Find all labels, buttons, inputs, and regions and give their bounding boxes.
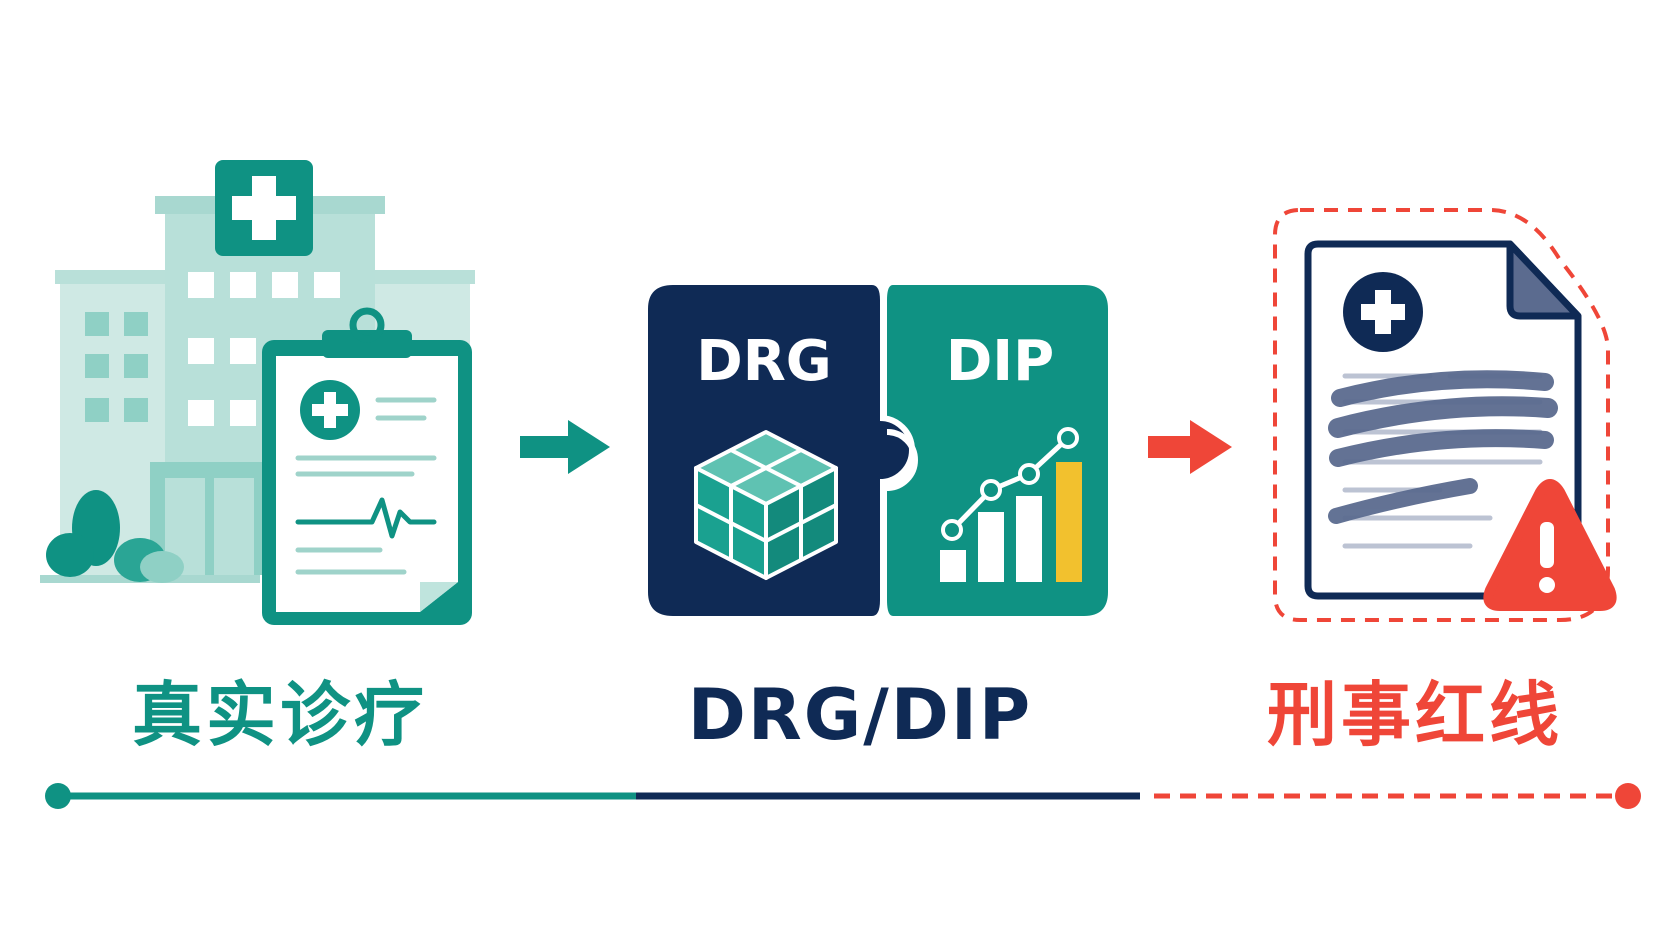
stage-label-criminal-redline: 刑事红线 bbox=[1267, 674, 1563, 756]
drg-tile-label: DRG bbox=[696, 329, 832, 394]
bar-chart-icon bbox=[940, 427, 1082, 582]
clipboard-icon bbox=[262, 307, 472, 625]
arrow-right-red-icon bbox=[1148, 420, 1232, 474]
warning-triangle-icon bbox=[1483, 479, 1617, 611]
heartbeat-icon bbox=[295, 497, 437, 539]
timeline-start-dot bbox=[45, 783, 71, 809]
cube-grid-icon bbox=[694, 430, 838, 580]
medical-cross-icon bbox=[215, 160, 313, 256]
arrow-right-icon bbox=[520, 420, 610, 474]
dip-tile-label: DIP bbox=[946, 329, 1054, 394]
tree-icon bbox=[46, 490, 184, 583]
timeline-end-dot bbox=[1615, 783, 1641, 809]
stage-label-drg-dip: DRG/DIP bbox=[687, 674, 1033, 756]
stage-label-real-diagnosis: 真实诊疗 bbox=[132, 674, 428, 756]
scribble-redaction-icon bbox=[1328, 370, 1558, 524]
timeline bbox=[45, 783, 1641, 809]
